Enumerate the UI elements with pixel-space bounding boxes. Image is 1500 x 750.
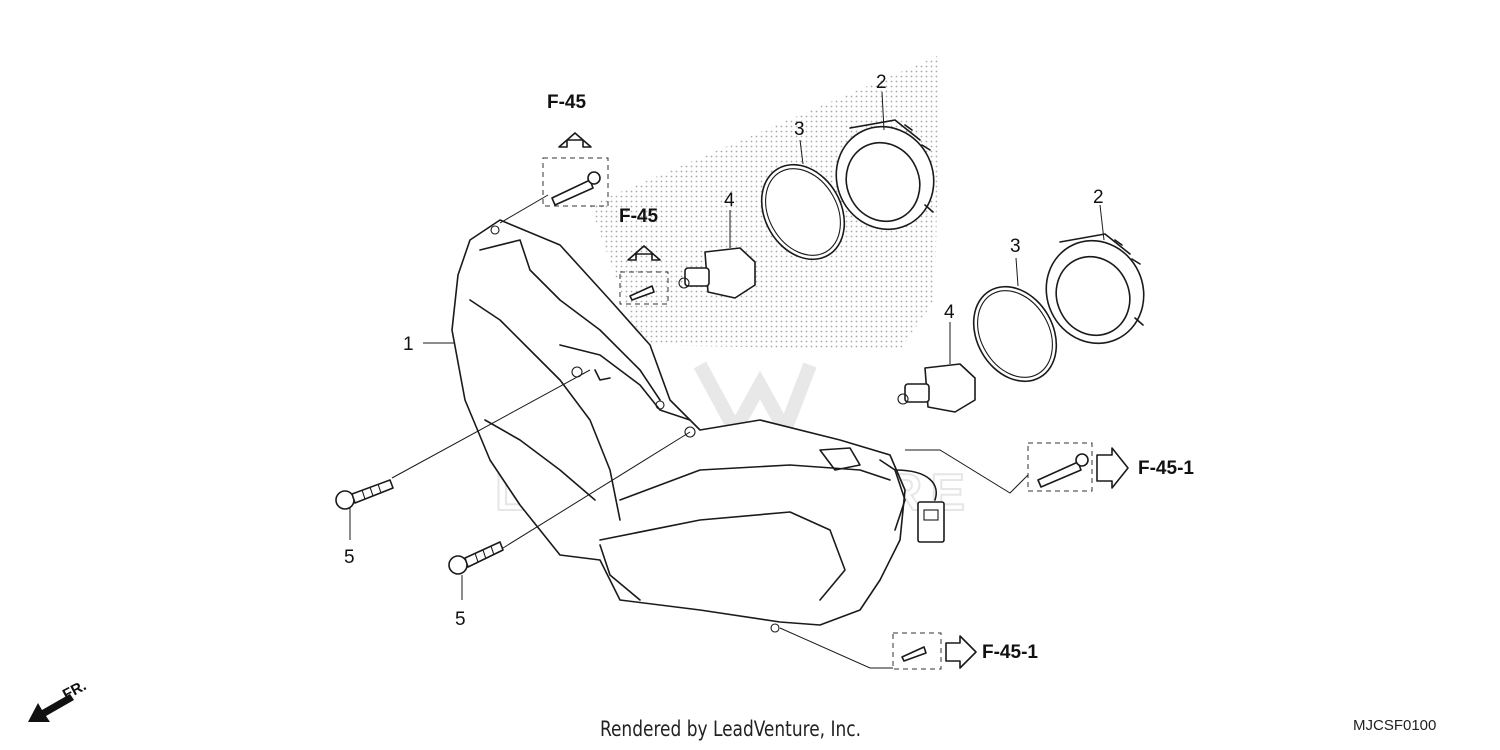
- ref-box-f45-1-bottom: [892, 632, 977, 670]
- callout-5-lower: 5: [455, 609, 466, 630]
- diagram-code: MJCSF0100: [1353, 717, 1437, 734]
- ref-box-f45-mid: [619, 245, 669, 305]
- front-direction-arrow: FR.: [28, 677, 89, 722]
- reference-labels: F-45 F-45 F-45-1 F-45-1: [547, 92, 1194, 663]
- callout-3-lower: 3: [1010, 236, 1021, 257]
- ref-f45-1-bottom: F-45-1: [982, 642, 1038, 663]
- leader-lines: [349, 91, 1105, 669]
- callout-5-left: 5: [344, 547, 355, 568]
- bulb-lower: [897, 363, 976, 413]
- callout-1: 1: [403, 334, 414, 355]
- rendered-by-credit: Rendered by LeadVenture, Inc.: [600, 717, 861, 741]
- callout-4-lower: 4: [944, 302, 955, 323]
- bulb-upper: [678, 247, 756, 299]
- bulb-cover-upper: [835, 119, 935, 231]
- bolt-left: [335, 479, 394, 510]
- ref-box-f45-top: [542, 132, 609, 207]
- headlight-housing: [451, 219, 945, 633]
- callout-2-upper: 2: [876, 72, 887, 93]
- ref-f45-mid: F-45: [619, 206, 659, 227]
- ref-box-f45-1-right: [1027, 442, 1129, 492]
- callout-3-upper: 3: [794, 119, 805, 140]
- ref-f45-1-right: F-45-1: [1138, 458, 1194, 479]
- bolt-lower: [448, 541, 504, 575]
- seal-upper: [760, 163, 846, 261]
- callout-4-upper: 4: [724, 190, 735, 211]
- bulb-cover-lower: [1045, 233, 1145, 345]
- callout-numbers: 1 2 2 3 3 4 4 5 5: [344, 72, 1104, 630]
- ref-f45-top: F-45: [547, 92, 587, 113]
- callout-2-lower: 2: [1093, 187, 1104, 208]
- seal-lower: [972, 285, 1058, 383]
